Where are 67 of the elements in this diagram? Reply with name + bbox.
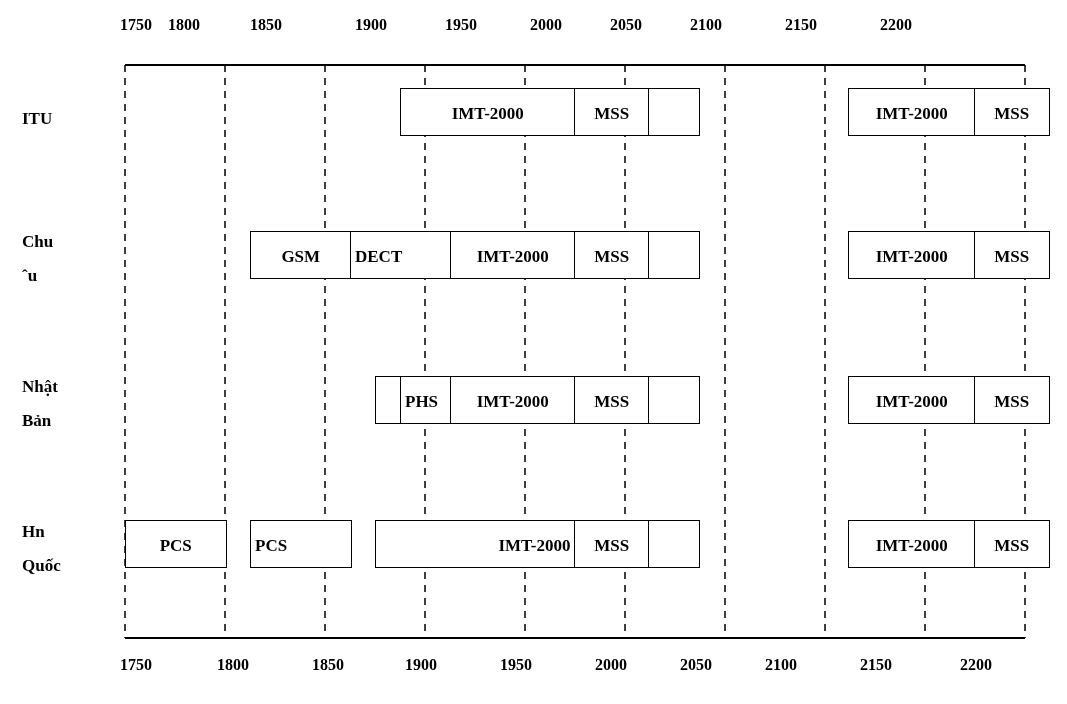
band-label: PCS — [255, 536, 288, 556]
band-label: IMT-2000 — [875, 104, 948, 124]
row-label: ITU — [22, 108, 54, 130]
axis-tick-label: 2150 — [785, 16, 817, 34]
band-label: MSS — [594, 104, 630, 124]
axis-tick-label: 1950 — [500, 656, 532, 674]
axis-tick-label: 2100 — [690, 16, 722, 34]
band-label: MSS — [994, 536, 1030, 556]
band-label: PHS — [405, 392, 439, 412]
band-box — [848, 88, 976, 136]
band-label: IMT-2000 — [498, 536, 571, 556]
band-box — [848, 231, 976, 279]
axis-tick-label: 1900 — [405, 656, 437, 674]
empty-band-box — [375, 376, 402, 424]
band-label: MSS — [594, 247, 630, 267]
band-label: IMT-2000 — [875, 536, 948, 556]
band-box — [400, 376, 452, 424]
row-label: Chu ˆu — [22, 231, 55, 287]
band-box — [400, 88, 576, 136]
band-label: IMT-2000 — [451, 104, 524, 124]
band-label: MSS — [994, 247, 1030, 267]
axis-tick-label: 2150 — [860, 656, 892, 674]
band-box — [574, 88, 650, 136]
axis-tick-label: 1950 — [445, 16, 477, 34]
band-label: IMT-2000 — [476, 392, 549, 412]
band-label: MSS — [594, 536, 630, 556]
band-box — [974, 88, 1050, 136]
band-box — [974, 231, 1050, 279]
axis-tick-label: 2050 — [610, 16, 642, 34]
axis-tick-label: 1900 — [355, 16, 387, 34]
axis-tick-label: 2200 — [960, 656, 992, 674]
band-label: IMT-2000 — [875, 392, 948, 412]
band-box — [574, 231, 650, 279]
axis-tick-label: 2200 — [880, 16, 912, 34]
axis-tick-label: 2000 — [595, 656, 627, 674]
band-box — [848, 376, 976, 424]
band-box — [974, 376, 1050, 424]
axis-tick-label: 2000 — [530, 16, 562, 34]
axis-tick-label: 1850 — [312, 656, 344, 674]
band-label: IMT-2000 — [875, 247, 948, 267]
band-box — [125, 520, 227, 568]
band-box — [574, 520, 650, 568]
axis-tick-label: 1850 — [250, 16, 282, 34]
axis-tick-label: 2100 — [765, 656, 797, 674]
row-label: Hn Quốc — [22, 521, 62, 577]
band-box — [574, 376, 650, 424]
axis-tick-label: 2050 — [680, 656, 712, 674]
band-label: PCS — [159, 536, 192, 556]
band-label: MSS — [994, 104, 1030, 124]
band-box — [350, 231, 452, 279]
band-box — [375, 520, 576, 568]
band-box — [450, 376, 576, 424]
row-label: Nhật Bản — [22, 376, 59, 432]
band-box — [250, 231, 352, 279]
band-box — [974, 520, 1050, 568]
band-box — [250, 520, 352, 568]
band-box — [450, 231, 576, 279]
band-label: IMT-2000 — [476, 247, 549, 267]
band-box — [848, 520, 976, 568]
band-label: GSM — [281, 247, 321, 267]
axis-tick-label: 1800 — [217, 656, 249, 674]
band-label: MSS — [594, 392, 630, 412]
axis-tick-label: 1750 — [120, 16, 152, 34]
axis-tick-label: 1800 — [168, 16, 200, 34]
band-label: DECT — [355, 247, 403, 267]
band-label: MSS — [994, 392, 1030, 412]
axis-tick-label: 1750 — [120, 656, 152, 674]
